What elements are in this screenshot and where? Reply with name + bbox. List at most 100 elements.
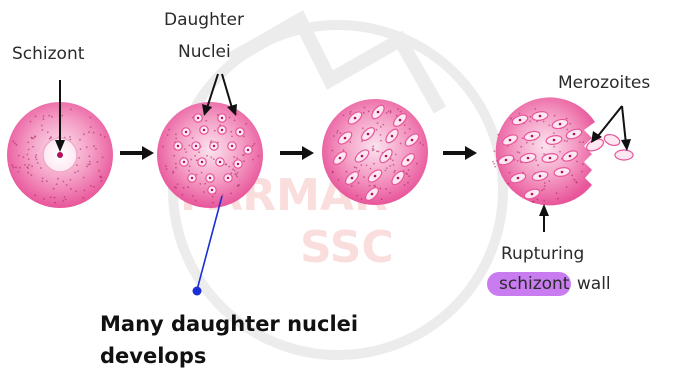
granule-dot <box>553 132 555 134</box>
granule-dot <box>104 136 106 138</box>
granule-dot <box>234 120 236 122</box>
granule-dot <box>420 142 422 144</box>
merozoite-bud-dot <box>399 119 402 122</box>
merozoite-bud-dot <box>519 119 522 122</box>
granule-dot <box>363 112 365 114</box>
granule-dot <box>243 160 245 162</box>
granule-dot <box>385 188 387 190</box>
granule-dot <box>66 184 68 186</box>
granule-dot <box>404 132 406 134</box>
cell-daughter-nuclei <box>157 102 263 208</box>
granule-dot <box>380 140 382 142</box>
granule-dot <box>373 163 375 165</box>
cell-rupturing <box>492 97 633 205</box>
granule-dot <box>212 196 214 198</box>
granule-dot <box>556 192 558 194</box>
granule-dot <box>192 137 194 139</box>
daughter-nucleus-dot <box>239 131 241 133</box>
daughter-nucleus-dot <box>183 161 185 163</box>
granule-dot <box>532 143 534 145</box>
granule-dot <box>340 132 342 134</box>
watermark-shape <box>230 20 440 110</box>
granule-dot <box>237 172 239 174</box>
granule-dot <box>175 167 177 169</box>
granule-dot <box>363 176 365 178</box>
granule-dot <box>378 151 380 153</box>
granule-dot <box>50 136 52 138</box>
daughter-nuclei-label-line2: Nuclei <box>178 42 231 62</box>
granule-dot <box>537 164 539 166</box>
granule-dot <box>245 123 247 125</box>
granule-dot <box>331 150 333 152</box>
granule-dot <box>175 163 177 165</box>
merozoite-bud-dot <box>539 175 542 178</box>
granule-dot <box>393 164 395 166</box>
granule-dot <box>40 167 42 169</box>
granule-dot <box>571 174 573 176</box>
granule-dot <box>519 152 521 154</box>
granule-dot <box>14 143 16 145</box>
annotation-line2: develops <box>100 344 206 368</box>
granule-dot <box>225 163 227 165</box>
schizont-label: Schizont <box>12 44 84 64</box>
granule-dot <box>381 198 383 200</box>
granule-dot <box>42 177 44 179</box>
granule-dot <box>243 136 245 138</box>
granule-dot <box>177 183 179 185</box>
granule-dot <box>213 158 215 160</box>
granule-dot <box>188 170 190 172</box>
granule-dot <box>337 130 339 132</box>
granule-dot <box>75 191 77 193</box>
granule-dot <box>526 142 528 144</box>
granule-dot <box>541 147 543 149</box>
granule-dot <box>237 185 239 187</box>
granule-dot <box>98 170 100 172</box>
granule-dot <box>212 202 214 204</box>
granule-dot <box>548 180 550 182</box>
granule-dot <box>32 146 34 148</box>
granule-dot <box>173 155 175 157</box>
granule-dot <box>252 145 254 147</box>
granule-dot <box>343 115 345 117</box>
granule-dot <box>100 180 102 182</box>
merozoite-bud-dot <box>553 139 556 142</box>
merozoite-bud-dot <box>371 193 374 196</box>
granule-dot <box>56 183 58 185</box>
granule-dot <box>35 116 37 118</box>
granule-dot <box>102 156 104 158</box>
granule-dot <box>522 137 524 139</box>
granule-dot <box>27 167 29 169</box>
granule-dot <box>46 180 48 182</box>
granule-dot <box>167 134 169 136</box>
granule-dot <box>175 187 177 189</box>
granule-dot <box>554 115 556 117</box>
merozoites-label: Merozoites <box>558 73 650 93</box>
granule-dot <box>41 180 43 182</box>
granule-dot <box>195 200 197 202</box>
granule-dot <box>18 171 20 173</box>
granule-dot <box>30 121 32 123</box>
granule-dot <box>492 161 494 163</box>
granule-dot <box>43 198 45 200</box>
granule-dot <box>43 118 45 120</box>
granule-dot <box>582 163 584 165</box>
granule-dot <box>386 167 388 169</box>
granule-dot <box>576 161 578 163</box>
granule-dot <box>392 160 394 162</box>
granule-dot <box>494 166 496 168</box>
granule-dot <box>43 115 45 117</box>
granule-dot <box>189 165 191 167</box>
granule-dot <box>31 165 33 167</box>
granule-dot <box>86 146 88 148</box>
granule-dot <box>86 166 88 168</box>
granule-dot <box>90 126 92 128</box>
granule-dot <box>362 127 364 129</box>
granule-dot <box>28 149 30 151</box>
granule-dot <box>408 169 410 171</box>
granule-dot <box>230 192 232 194</box>
granule-dot <box>508 183 510 185</box>
granule-dot <box>205 120 207 122</box>
granule-dot <box>494 150 496 152</box>
merozoite-bud-dot <box>559 123 562 126</box>
granule-dot <box>358 182 360 184</box>
